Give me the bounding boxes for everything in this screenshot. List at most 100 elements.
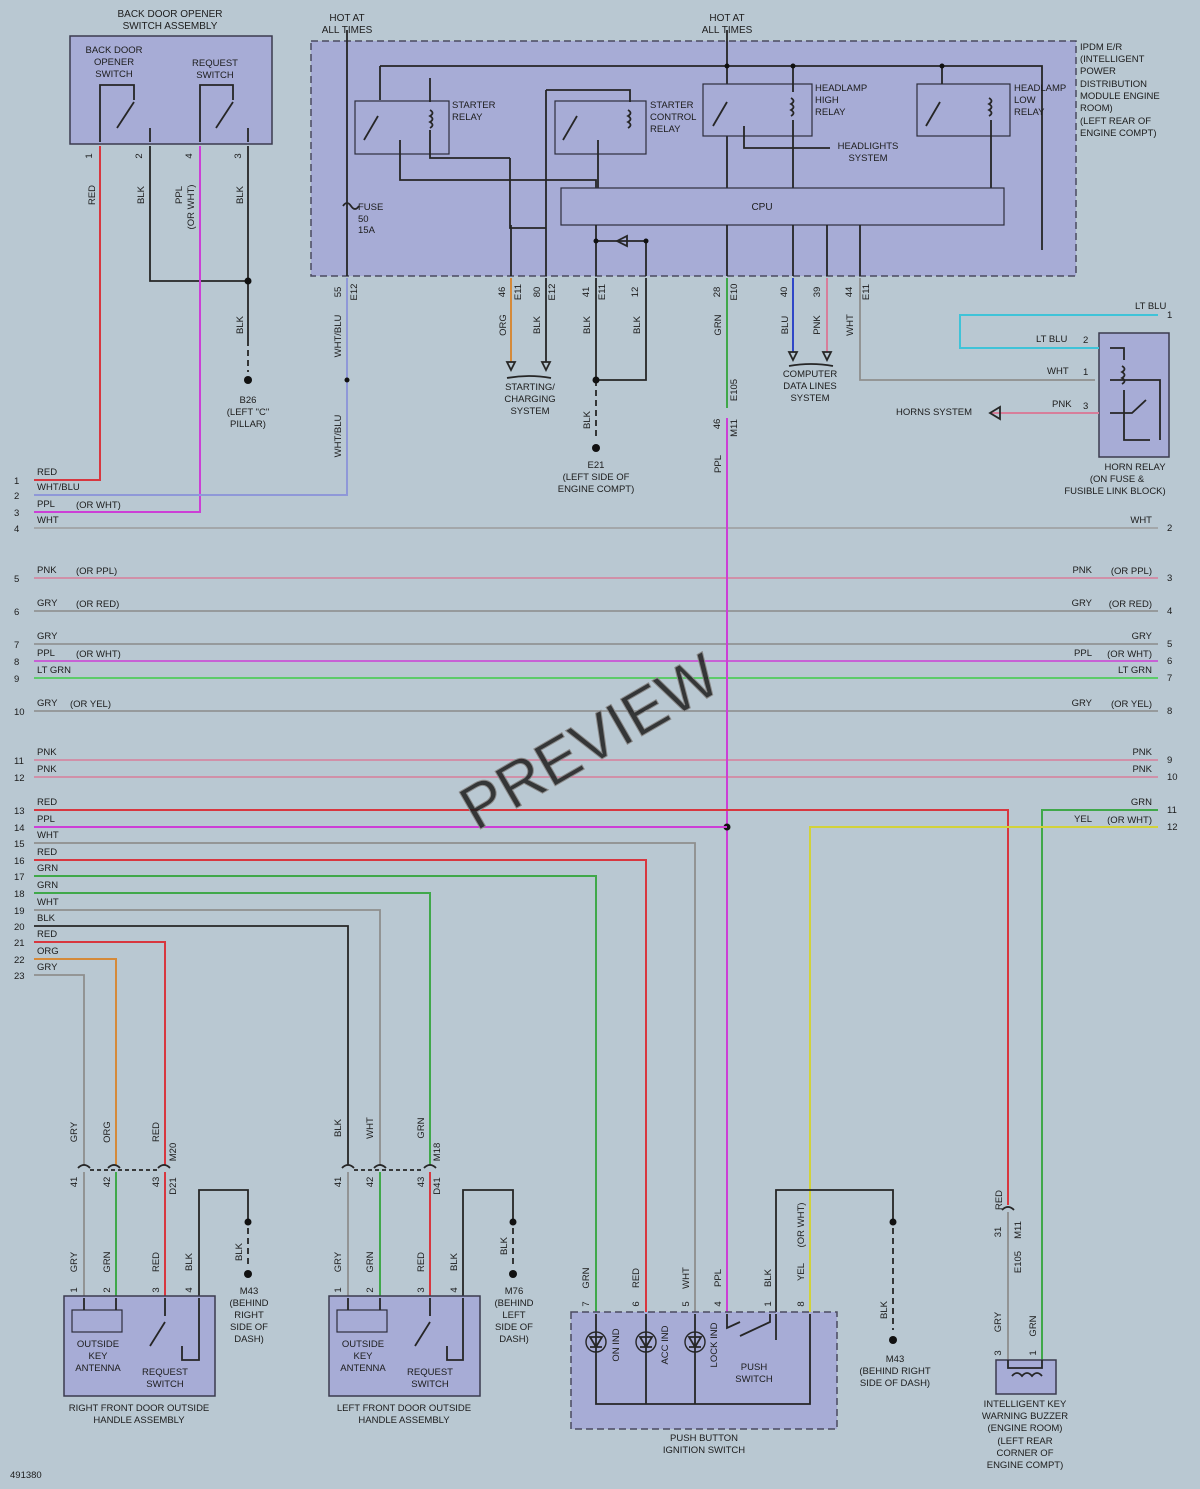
svg-text:M76: M76 bbox=[505, 1286, 523, 1297]
svg-text:COMPUTER: COMPUTER bbox=[783, 369, 838, 380]
left-terminal-wire-label: GRY bbox=[37, 631, 58, 642]
right-terminal-wire-label: GRN bbox=[1131, 797, 1152, 808]
left-terminal-wire-label: GRY bbox=[37, 962, 58, 973]
svg-text:FUSE: FUSE bbox=[358, 202, 383, 213]
svg-text:STARTER: STARTER bbox=[452, 100, 496, 111]
right-terminal-number: 6 bbox=[1167, 656, 1172, 667]
svg-text:SWITCH: SWITCH bbox=[735, 1374, 773, 1385]
left-terminal-number: 18 bbox=[14, 889, 25, 900]
left-terminal-wire-label: GRY bbox=[37, 698, 58, 709]
svg-text:OUTSIDE: OUTSIDE bbox=[77, 1339, 119, 1350]
svg-text:SYSTEM: SYSTEM bbox=[790, 393, 829, 404]
svg-text:HEADLIGHTS: HEADLIGHTS bbox=[838, 141, 899, 152]
svg-text:46: 46 bbox=[712, 419, 723, 430]
svg-text:ON IND: ON IND bbox=[611, 1328, 622, 1361]
svg-text:40: 40 bbox=[779, 287, 790, 298]
left-terminal-wire-label: BLK bbox=[37, 913, 56, 924]
antenna-icon bbox=[336, 1309, 388, 1333]
left-terminal-number: 10 bbox=[14, 707, 25, 718]
svg-text:BLU: BLU bbox=[780, 316, 791, 335]
left-terminal-number: 16 bbox=[14, 856, 25, 867]
right-terminal-alt-label: (OR PPL) bbox=[1111, 566, 1152, 577]
left-terminal-wire-label: PNK bbox=[37, 764, 57, 775]
svg-text:HANDLE ASSEMBLY: HANDLE ASSEMBLY bbox=[93, 1415, 185, 1426]
right-terminal-number: 11 bbox=[1167, 805, 1177, 816]
svg-text:1: 1 bbox=[333, 1287, 344, 1292]
svg-text:2: 2 bbox=[134, 153, 145, 158]
svg-text:ROOM): ROOM) bbox=[1080, 103, 1113, 114]
svg-text:BLK: BLK bbox=[136, 185, 147, 204]
svg-text:HOT AT: HOT AT bbox=[329, 13, 364, 24]
svg-text:4: 4 bbox=[184, 153, 195, 158]
right-terminal-wire-label: PNK bbox=[1072, 565, 1092, 576]
svg-text:BLK: BLK bbox=[582, 315, 593, 334]
svg-text:80: 80 bbox=[532, 287, 543, 298]
right-terminal-number: 9 bbox=[1167, 755, 1172, 766]
reference-number: 491380 bbox=[10, 1470, 42, 1481]
svg-text:44: 44 bbox=[844, 287, 855, 298]
svg-text:(OR WHT): (OR WHT) bbox=[796, 1203, 807, 1248]
left-terminal-number: 6 bbox=[14, 607, 19, 618]
svg-text:LT BLU: LT BLU bbox=[1135, 301, 1166, 312]
svg-text:SYSTEM: SYSTEM bbox=[848, 153, 887, 164]
svg-text:ENGINE COMPT): ENGINE COMPT) bbox=[987, 1460, 1064, 1471]
svg-text:BLK: BLK bbox=[235, 185, 246, 204]
svg-text:INTELLIGENT KEY: INTELLIGENT KEY bbox=[984, 1399, 1067, 1410]
bd-title-1: BACK DOOR OPENER bbox=[117, 9, 222, 20]
svg-text:50: 50 bbox=[358, 214, 369, 225]
svg-text:HANDLE ASSEMBLY: HANDLE ASSEMBLY bbox=[358, 1415, 450, 1426]
svg-text:LEFT: LEFT bbox=[502, 1310, 525, 1321]
svg-text:E12: E12 bbox=[349, 284, 360, 301]
antenna-icon bbox=[71, 1309, 123, 1333]
svg-text:(ON FUSE &: (ON FUSE & bbox=[1090, 474, 1145, 485]
left-terminal-number: 21 bbox=[14, 938, 25, 949]
svg-text:B26: B26 bbox=[240, 395, 257, 406]
svg-text:GRY: GRY bbox=[69, 1121, 80, 1142]
left-terminal-number: 20 bbox=[14, 922, 25, 933]
svg-text:BLK: BLK bbox=[499, 1236, 510, 1255]
svg-text:RED: RED bbox=[87, 185, 98, 205]
left-terminal-number: 17 bbox=[14, 872, 25, 883]
svg-text:SWITCH: SWITCH bbox=[411, 1379, 449, 1390]
svg-text:DISTRIBUTION: DISTRIBUTION bbox=[1080, 79, 1147, 90]
request-switch-icon bbox=[215, 101, 234, 129]
svg-text:BLK: BLK bbox=[184, 1252, 195, 1271]
left-terminal-number: 12 bbox=[14, 773, 25, 784]
svg-text:12: 12 bbox=[630, 287, 641, 298]
svg-text:E21: E21 bbox=[588, 460, 605, 471]
svg-text:RIGHT: RIGHT bbox=[234, 1310, 264, 1321]
buzzer-icon bbox=[995, 1359, 1057, 1395]
svg-text:RELAY: RELAY bbox=[650, 124, 681, 135]
lock-indicator-icon bbox=[684, 1331, 706, 1353]
svg-text:ENGINE COMPT): ENGINE COMPT) bbox=[558, 484, 635, 495]
right-terminal-alt-label: (OR YEL) bbox=[1111, 699, 1152, 710]
svg-text:CPU: CPU bbox=[751, 202, 772, 213]
svg-text:RELAY: RELAY bbox=[452, 112, 483, 123]
svg-text:BLK: BLK bbox=[532, 315, 543, 334]
back-door-wires: RED BLK PPL (OR WHT) BLK BLK B26 (LEFT "… bbox=[34, 146, 269, 513]
ipdm-module: HOT AT ALL TIMES HOT AT ALL TIMES IPDM E… bbox=[310, 13, 1160, 301]
svg-text:STARTING/: STARTING/ bbox=[505, 382, 555, 393]
right-terminal-wire-label: LT GRN bbox=[1118, 665, 1152, 676]
svg-text:REQUEST: REQUEST bbox=[142, 1367, 188, 1378]
ground-m76-icon bbox=[509, 1270, 517, 1278]
left-terminal-wire-label: ORG bbox=[37, 946, 59, 957]
svg-text:BLK: BLK bbox=[632, 315, 643, 334]
right-terminal-wire-label: GRY bbox=[1132, 631, 1153, 642]
svg-text:1: 1 bbox=[763, 1301, 774, 1306]
svg-text:SWITCH: SWITCH bbox=[196, 70, 234, 81]
svg-text:M43: M43 bbox=[886, 1354, 904, 1365]
svg-text:CONTROL: CONTROL bbox=[650, 112, 696, 123]
svg-text:WHT: WHT bbox=[681, 1267, 692, 1289]
svg-text:IGNITION SWITCH: IGNITION SWITCH bbox=[663, 1445, 745, 1456]
svg-text:FUSIBLE LINK BLOCK): FUSIBLE LINK BLOCK) bbox=[1064, 486, 1165, 497]
right-terminal-alt-label: (OR WHT) bbox=[1107, 649, 1152, 660]
svg-text:MODULE ENGINE: MODULE ENGINE bbox=[1080, 91, 1160, 102]
right-terminal-alt-label: (OR RED) bbox=[1109, 599, 1152, 610]
svg-text:SYSTEM: SYSTEM bbox=[510, 406, 549, 417]
right-terminal-number: 1 bbox=[1167, 310, 1172, 321]
left-terminal-alt-label: (OR WHT) bbox=[76, 500, 121, 511]
svg-text:41: 41 bbox=[333, 1177, 344, 1188]
left-terminal-wire-label: WHT bbox=[37, 515, 59, 526]
